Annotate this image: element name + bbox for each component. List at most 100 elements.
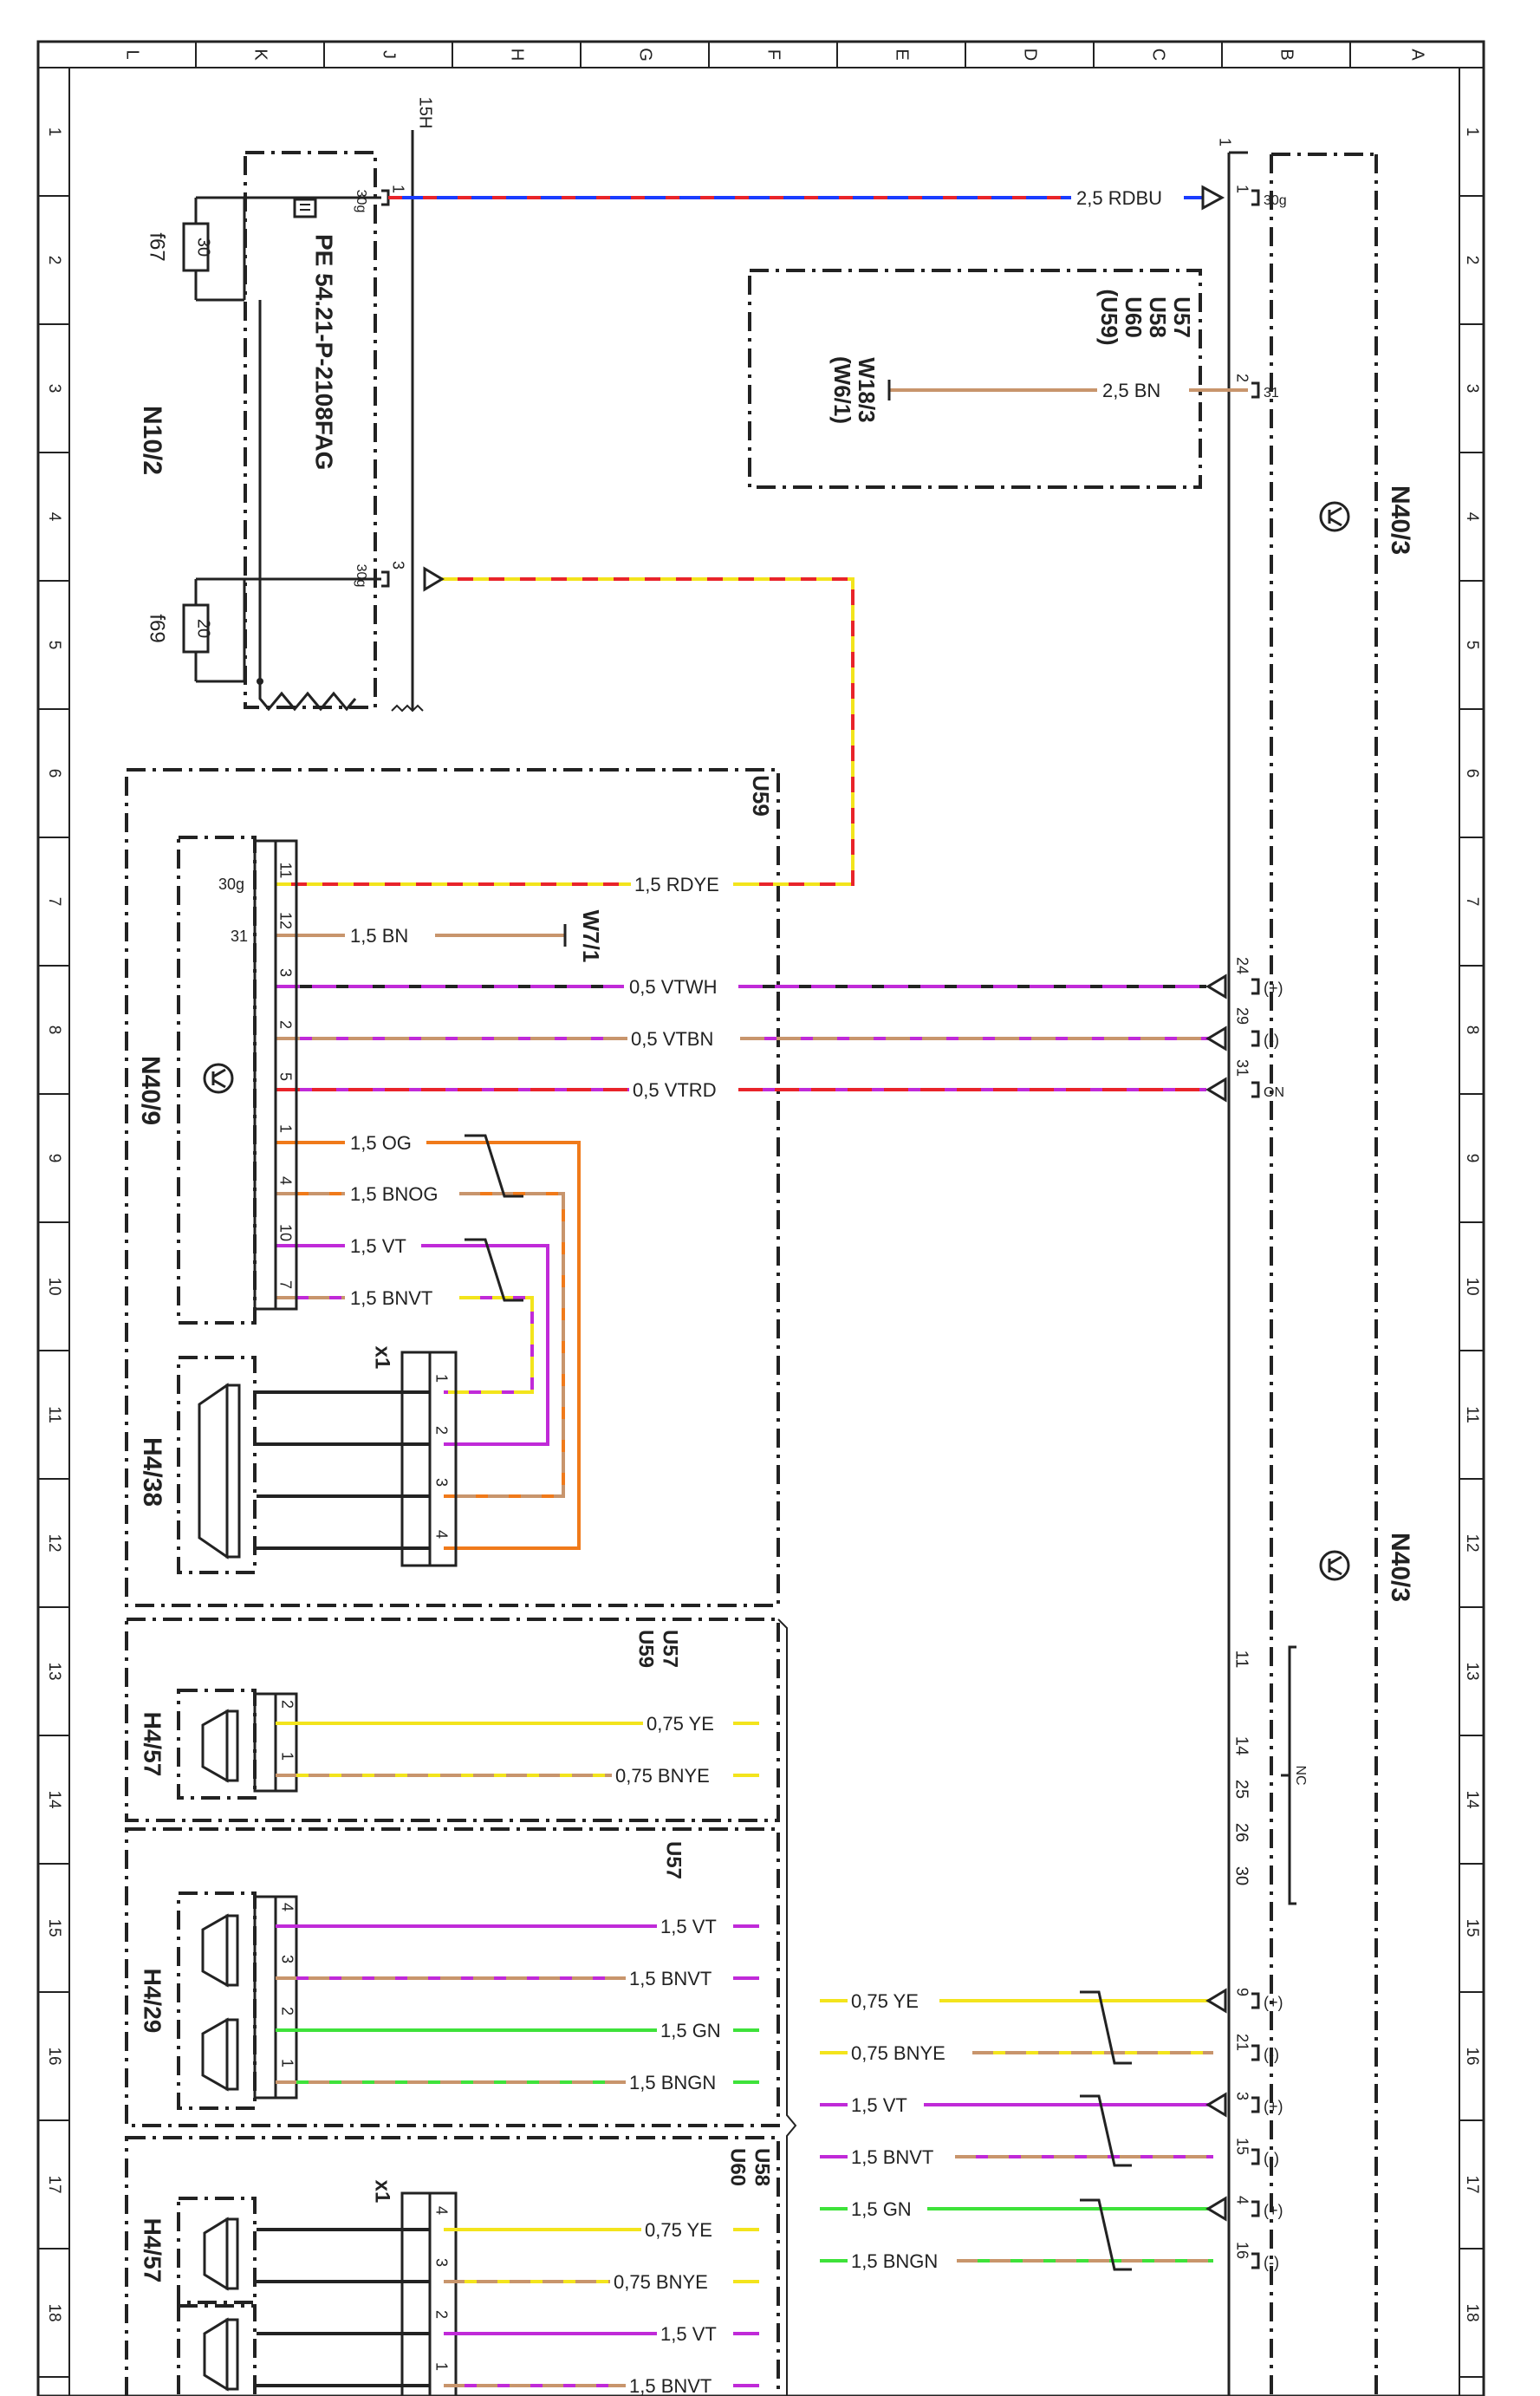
pin: 30 — [1232, 1866, 1251, 1885]
pin: 1 — [278, 2059, 296, 2067]
rdye-arrow — [423, 566, 445, 592]
row-labels: 1 2 3 4 5 6 7 8 9 10 11 12 13 14 15 16 1… — [45, 127, 1481, 2322]
fuse-f69-rating: 20 — [194, 619, 213, 638]
x1-pins: 1 2 3 4 — [432, 1374, 450, 1539]
n40-9-connector — [253, 839, 298, 1311]
pin: 5 — [276, 1072, 294, 1081]
row-label: 12 — [45, 1533, 63, 1552]
n40-9-pins: 11 30g 12 31 3 2 5 1 4 10 7 — [218, 863, 294, 1289]
x1b-internal-wires — [257, 2228, 430, 2387]
wire-label-r-bnvt: 1,5 BNVT — [851, 2146, 933, 2168]
col-label: D — [1021, 49, 1040, 61]
pin: 2 — [432, 1426, 450, 1435]
pin: 3 — [432, 2258, 450, 2267]
speaker-icon — [198, 1383, 241, 1559]
row-label: 11 — [45, 1406, 63, 1423]
pin-signal: (+) — [1264, 2202, 1283, 2219]
wire-label-bnye-a: 0,75 BNYE — [615, 1765, 710, 1787]
pin: 26 — [1232, 1823, 1251, 1842]
fuse-f67-label: f67 — [146, 232, 169, 261]
component-boundaries — [125, 151, 1378, 2396]
x1-label: x1 — [371, 1346, 394, 1370]
wire-label-og: 1,5 OG — [350, 1132, 412, 1154]
n40-3-pin1-arrow — [1201, 185, 1225, 211]
wire-label-bn-ground: 2,5 BN — [1102, 380, 1160, 401]
pin: 4 — [432, 1530, 450, 1539]
pin: 11 — [276, 863, 294, 879]
row-label: 2 — [45, 256, 63, 265]
n40-3-input-arrows — [1205, 973, 1227, 1103]
pin-signal: 30g — [1264, 193, 1287, 208]
circuit-15h-label: 15H — [416, 97, 435, 129]
row-label: 16 — [1463, 2047, 1481, 2065]
n10-2-label: N10/2 — [138, 406, 166, 475]
row-label: 3 — [45, 384, 63, 394]
column-labels: L K J H G F E D C B A — [123, 48, 1427, 62]
wire-label-r-gn: 1,5 GN — [851, 2198, 912, 2220]
pin: 2 — [432, 2310, 450, 2319]
pin-signal: ON — [1264, 1085, 1284, 1100]
u-list: U57 U58 U60 (U59) — [1096, 289, 1195, 345]
row-label: 15 — [45, 1918, 63, 1937]
row-label: 7 — [45, 897, 63, 907]
col-label: B — [1277, 49, 1296, 60]
u57-u59-boundary — [125, 1618, 780, 1822]
row-label: 15 — [1463, 1918, 1481, 1937]
u-list-item: U57 — [1169, 296, 1195, 338]
wire-label-r-vt: 1,5 VT — [851, 2094, 907, 2116]
pin: 1 — [432, 1374, 450, 1383]
col-label: A — [1408, 49, 1427, 61]
row-label: 12 — [1463, 1533, 1481, 1552]
amplifier-icon — [203, 1063, 234, 1094]
pin: 1 — [432, 2362, 450, 2371]
n40-3-label-top: N40/3 — [1386, 485, 1414, 555]
u57-u59-label-1: U57 — [659, 1630, 682, 1668]
wire-label-vtwh: 0,5 VTWH — [629, 976, 717, 998]
pin-signal: 31 — [231, 928, 248, 945]
wire-vt — [276, 1244, 549, 1446]
row-label: 7 — [1463, 897, 1481, 907]
row-label: 10 — [1463, 1277, 1481, 1295]
nc-label: NC — [1293, 1765, 1308, 1785]
col-label: G — [636, 48, 655, 62]
wire-bnog — [276, 1192, 565, 1498]
col-label: E — [893, 49, 912, 60]
row-label: 3 — [1463, 384, 1481, 394]
col-label: H — [508, 49, 527, 61]
speaker-icon — [201, 1913, 239, 2092]
n10-pin-1-signal: 30g — [354, 190, 368, 213]
row-label: 11 — [1463, 1406, 1481, 1423]
h4-29-label: H4/29 — [140, 1969, 166, 2034]
u58-u60-label-1: U58 — [751, 2148, 774, 2186]
n10-connector-pins — [381, 189, 390, 588]
wire-label-vt-b: 1,5 VT — [660, 1916, 717, 1937]
drawing-frame — [36, 40, 1485, 2396]
pin: 1 — [1216, 138, 1233, 146]
row-label: 14 — [1463, 1790, 1481, 1809]
wire-bn-ground — [887, 380, 1248, 400]
twisted-pair-marks — [465, 1134, 523, 1302]
wire-label-gn-b: 1,5 GN — [660, 2020, 721, 2041]
h4-lower-boundary — [177, 2304, 257, 2396]
n40-3-lower-arrows — [1205, 1988, 1227, 2222]
wire-label-bngn-b: 1,5 BNGN — [629, 2072, 716, 2093]
fuse-f67-rating: 30 — [194, 238, 213, 257]
pin: 4 — [276, 1176, 294, 1185]
pin: 4 — [278, 1903, 296, 1911]
col-label: C — [1149, 49, 1168, 61]
nc-pins: 11 14 25 26 30 — [1232, 1651, 1251, 1886]
boundary-bracket — [777, 1618, 797, 2396]
wire-label-bn-w7: 1,5 BN — [350, 925, 408, 947]
h4-57-pins: 2 1 — [278, 1700, 296, 1761]
speaker-icon — [203, 2217, 239, 2392]
wire-label-bnye-c: 0,75 BNYE — [614, 2271, 708, 2293]
pin: 14 — [1232, 1736, 1251, 1755]
col-label: J — [380, 50, 399, 59]
junction-dots — [257, 678, 263, 685]
pin: 10 — [276, 1224, 294, 1241]
n10-2-labels: 30 f67 20 f69 N10/2 PE 54.21-P-2108FAG 1… — [138, 97, 435, 643]
u58-u60-boundary — [125, 2136, 780, 2396]
h4-29-connector — [253, 1895, 298, 2100]
